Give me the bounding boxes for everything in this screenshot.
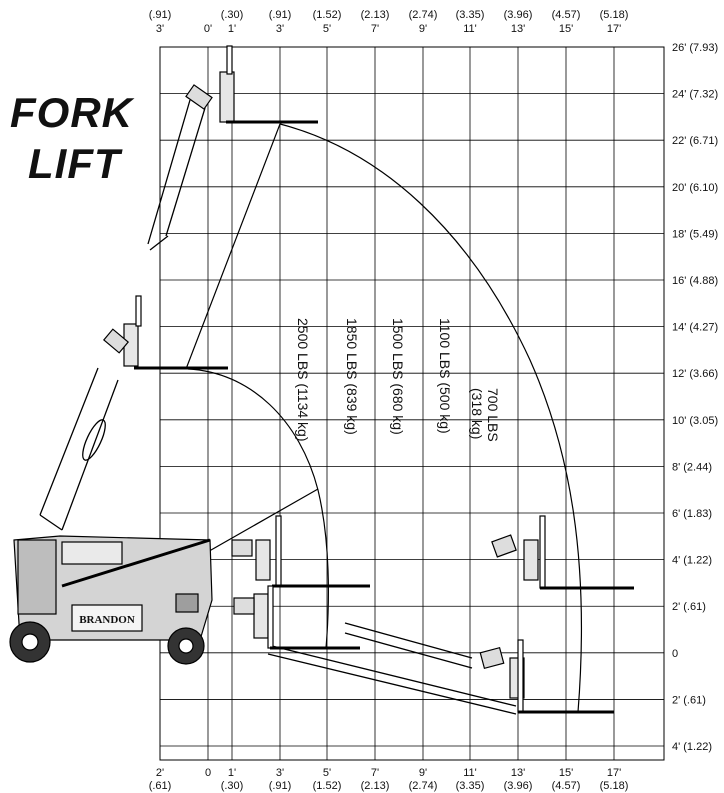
boom-high xyxy=(147,99,206,251)
x-top-feet-label: 17' xyxy=(607,23,621,35)
x-bottom-feet-label: 15' xyxy=(559,767,573,779)
x-bottom-metric-label: (4.57) xyxy=(552,780,581,792)
booms xyxy=(39,99,517,715)
capacity-label-700-kg: (318 kg) xyxy=(469,388,485,439)
y-axis-label: 2' (.61) xyxy=(672,601,706,613)
capacity-label-1100: 1100 LBS (500 kg) xyxy=(437,318,453,434)
x-top-feet-label: 11' xyxy=(463,23,477,35)
x-top-feet-label: 5' xyxy=(323,23,331,35)
y-axis-label: 4' (1.22) xyxy=(672,741,712,753)
x-top-metric-label: (1.52) xyxy=(313,9,342,21)
y-axis-label: 12' (3.66) xyxy=(672,368,718,380)
inner-reach-arc xyxy=(187,368,329,649)
x-bottom-feet-label: 5' xyxy=(323,767,331,779)
x-bottom-metric-label: (.30) xyxy=(221,780,244,792)
brand-text: BRANDON xyxy=(79,614,135,626)
y-axis-label: 22' (6.71) xyxy=(672,135,718,147)
x-top-feet-label: 15' xyxy=(559,23,573,35)
y-axis-label: 16' (4.88) xyxy=(672,275,718,287)
y-axis: 26' (7.93) 24' (7.32) 22' (6.71) 20' (6.10)… xyxy=(672,42,718,753)
fork-mid xyxy=(102,295,228,370)
capacity-label-1500: 1500 LBS (680 kg) xyxy=(390,318,406,435)
fork-far-mid xyxy=(491,515,634,590)
x-top-metric-label: (.91) xyxy=(149,9,172,21)
x-bottom-metric-label: (5.18) xyxy=(600,780,629,792)
x-top-metric-label: (2.13) xyxy=(361,9,390,21)
x-top-feet-label: 7' xyxy=(371,23,379,35)
y-axis-label: 24' (7.32) xyxy=(672,89,718,101)
x-bottom-metric-label: (3.96) xyxy=(504,780,533,792)
x-bottom-feet-label: 11' xyxy=(463,767,477,779)
x-bottom-feet-label: 17' xyxy=(607,767,621,779)
x-top-metric-label: (4.57) xyxy=(552,9,581,21)
x-bottom-metric-label: (1.52) xyxy=(313,780,342,792)
fork-low-near xyxy=(231,515,370,588)
load-envelope xyxy=(185,123,583,713)
machine-boom-base xyxy=(61,541,123,565)
x-bottom-metric-label: (.61) xyxy=(149,780,172,792)
x-top-feet-label: 3' xyxy=(156,23,164,35)
y-axis-label: 6' (1.83) xyxy=(672,508,712,520)
x-top-metric-label: (3.96) xyxy=(504,9,533,21)
y-axis-label: 10' (3.05) xyxy=(672,415,718,427)
machine-boom xyxy=(61,538,211,588)
grid xyxy=(159,46,665,761)
x-top-metric-label: (.30) xyxy=(221,9,244,21)
capacity-labels: 2500 LBS (1134 kg) 1850 LBS (839 kg) 150… xyxy=(295,318,501,442)
capacity-label-700: 700 LBS xyxy=(485,388,501,442)
title-line-2: LIFT xyxy=(28,140,121,187)
y-axis-label: 20' (6.10) xyxy=(672,182,718,194)
y-axis-label: 0 xyxy=(672,648,678,660)
y-axis-label: 8' (2.44) xyxy=(672,461,712,473)
wheel-right-hub xyxy=(178,638,194,654)
capacity-label-1850: 1850 LBS (839 kg) xyxy=(344,318,360,435)
x-bottom-metric-label: (3.35) xyxy=(456,780,485,792)
y-axis-label: 18' (5.49) xyxy=(672,228,718,240)
fork-top xyxy=(185,45,318,124)
x-top-feet-label: 3' xyxy=(276,23,284,35)
boom-low-reach xyxy=(267,622,517,715)
x-bottom-feet-label: 9' xyxy=(419,767,427,779)
y-axis-label: 4' (1.22) xyxy=(672,555,712,567)
x-bottom-feet-label: 13' xyxy=(511,767,525,779)
x-bottom-metric-label: (.91) xyxy=(269,780,292,792)
fork-carriages xyxy=(102,45,634,714)
fork-below-ground xyxy=(233,585,360,650)
x-top-feet-label: 9' xyxy=(419,23,427,35)
machine-cab xyxy=(17,539,57,615)
x-top-feet-label: 1' xyxy=(228,23,236,35)
brand-plate xyxy=(71,604,143,632)
x-bottom-feet-label: 1' xyxy=(228,767,236,779)
x-top-metric-label: (3.35) xyxy=(456,9,485,21)
x-top-metric-label: (.91) xyxy=(269,9,292,21)
x-top-feet-label: 0' xyxy=(204,23,212,35)
fork-far-low xyxy=(479,639,614,714)
x-bottom-metric-label: (2.74) xyxy=(409,780,438,792)
machine-light xyxy=(175,593,199,613)
x-axis-bottom: 2' 0 1' 3' 5' 7' 9' 11' 13' 15' 17' (.61) (.30) (.91)… xyxy=(149,767,629,792)
machine: BRANDON xyxy=(9,535,213,665)
wheel-left-hub xyxy=(21,633,39,651)
x-top-feet-label: 13' xyxy=(511,23,525,35)
x-top-metric-label: (5.18) xyxy=(600,9,629,21)
x-bottom-feet-label: 2' xyxy=(156,767,164,779)
x-bottom-feet-label: 0 xyxy=(205,767,211,779)
boom-mid xyxy=(39,367,119,531)
y-axis-label: 14' (4.27) xyxy=(672,322,718,334)
title-line-1: FORK xyxy=(10,89,133,136)
x-bottom-feet-label: 7' xyxy=(371,767,379,779)
boundary-line-upper xyxy=(185,123,281,370)
x-bottom-feet-label: 3' xyxy=(276,767,284,779)
y-axis-label: 26' (7.93) xyxy=(672,42,718,54)
outer-reach-arc xyxy=(279,123,583,713)
y-axis-label: 2' (.61) xyxy=(672,694,706,706)
x-top-metric-label: (2.74) xyxy=(409,9,438,21)
capacity-label-2500: 2500 LBS (1134 kg) xyxy=(295,318,311,442)
boundary-line-lower xyxy=(189,488,319,563)
x-axis-top: (.91) (.30) (.91) (1.52) (2.13) (2.74) (3.35) (… xyxy=(149,9,629,35)
x-bottom-metric-label: (2.13) xyxy=(361,780,390,792)
